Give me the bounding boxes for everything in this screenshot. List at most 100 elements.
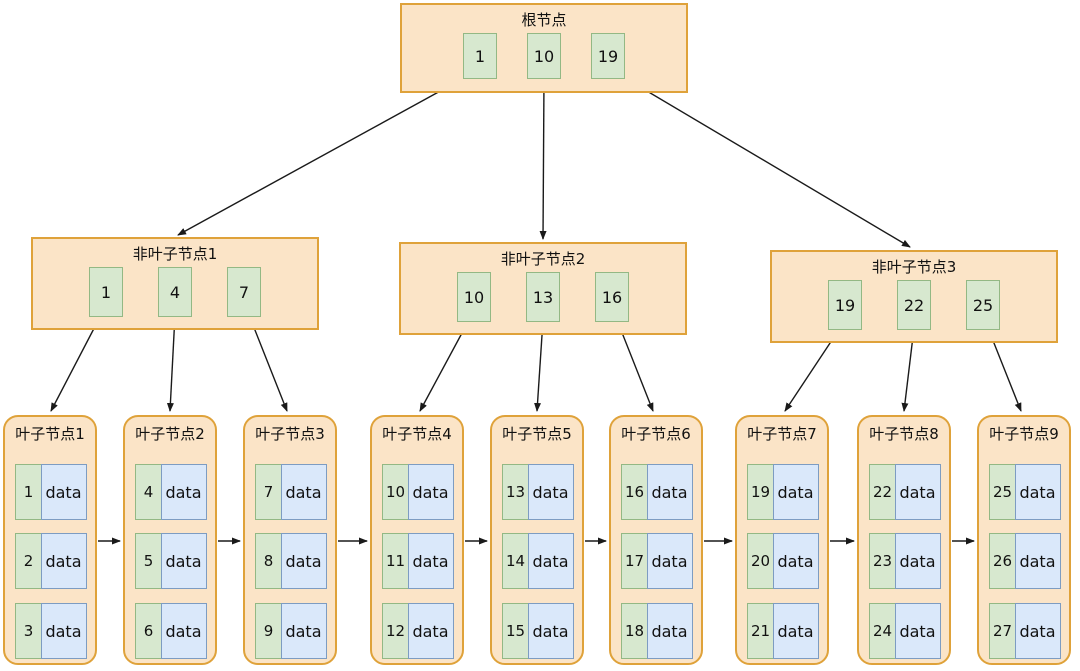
- internal-node-2: 非叶子节点2 10 13 16: [399, 242, 687, 335]
- leaf-node-title: 叶子节点4: [382, 425, 452, 443]
- data-cell: data: [646, 603, 693, 659]
- internal-node-title: 非叶子节点2: [500, 250, 586, 268]
- leaf-node-4: 叶子节点4 10 data 11 data 12 data: [370, 415, 464, 665]
- key-cell: 17: [621, 533, 648, 589]
- data-cell: data: [772, 464, 819, 520]
- data-cell: data: [280, 603, 327, 659]
- leaf-row: 21 data: [747, 603, 819, 659]
- leaf-row: 16 data: [621, 464, 693, 520]
- leaf-row: 9 data: [255, 603, 327, 659]
- data-cell: data: [280, 533, 327, 589]
- key-cell: 15: [502, 603, 529, 659]
- data-cell: data: [280, 464, 327, 520]
- internal-node-title: 非叶子节点1: [132, 245, 218, 263]
- key-cell: 2: [15, 533, 42, 589]
- key-cell: 7: [255, 464, 282, 520]
- key-cell: 23: [869, 533, 896, 589]
- key-cell: 11: [382, 533, 409, 589]
- data-cell: data: [1014, 603, 1061, 659]
- data-cell: data: [40, 533, 87, 589]
- leaf-row: 25 data: [989, 464, 1061, 520]
- key-cell: 25: [966, 280, 1000, 330]
- leaf-node-title: 叶子节点7: [747, 425, 817, 443]
- leaf-row: 11 data: [382, 533, 454, 589]
- data-cell: data: [1014, 533, 1061, 589]
- leaf-node-title: 叶子节点2: [135, 425, 205, 443]
- internal-keys-row: 19 22 25: [772, 280, 1056, 330]
- leaf-node-8: 叶子节点8 22 data 23 data 24 data: [857, 415, 951, 665]
- internal-node-1: 非叶子节点1 1 4 7: [31, 237, 319, 330]
- leaf-row: 13 data: [502, 464, 574, 520]
- leaf-node-title: 叶子节点9: [989, 425, 1059, 443]
- leaf-row: 22 data: [869, 464, 941, 520]
- key-cell: 26: [989, 533, 1016, 589]
- leaf-row: 8 data: [255, 533, 327, 589]
- leaf-row: 12 data: [382, 603, 454, 659]
- data-cell: data: [527, 533, 574, 589]
- data-cell: data: [160, 533, 207, 589]
- key-cell: 14: [502, 533, 529, 589]
- leaf-row: 5 data: [135, 533, 207, 589]
- leaf-row: 1 data: [15, 464, 87, 520]
- key-cell: 8: [255, 533, 282, 589]
- leaf-row: 7 data: [255, 464, 327, 520]
- leaf-node-9: 叶子节点9 25 data 26 data 27 data: [977, 415, 1071, 665]
- key-cell: 13: [502, 464, 529, 520]
- leaf-row: 20 data: [747, 533, 819, 589]
- key-cell: 16: [621, 464, 648, 520]
- key-cell: 25: [989, 464, 1016, 520]
- key-cell: 1: [15, 464, 42, 520]
- data-cell: data: [527, 464, 574, 520]
- data-cell: data: [772, 603, 819, 659]
- key-cell: 4: [135, 464, 162, 520]
- leaf-node-title: 叶子节点6: [621, 425, 691, 443]
- key-cell: 5: [135, 533, 162, 589]
- key-cell: 20: [747, 533, 774, 589]
- edge-root-to-internal-2: [539, 77, 547, 240]
- leaf-node-title: 叶子节点3: [255, 425, 325, 443]
- key-cell: 10: [382, 464, 409, 520]
- data-cell: data: [894, 533, 941, 589]
- leaf-node-title: 叶子节点5: [502, 425, 572, 443]
- key-cell: 10: [457, 272, 491, 322]
- key-cell: 3: [15, 603, 42, 659]
- key-cell: 9: [255, 603, 282, 659]
- leaf-row: 10 data: [382, 464, 454, 520]
- leaf-row: 14 data: [502, 533, 574, 589]
- leaf-row: 18 data: [621, 603, 693, 659]
- leaf-row: 6 data: [135, 603, 207, 659]
- leaf-row: 23 data: [869, 533, 941, 589]
- leaf-node-6: 叶子节点6 16 data 17 data 18 data: [609, 415, 703, 665]
- data-cell: data: [894, 464, 941, 520]
- internal-node-3: 非叶子节点3 19 22 25: [770, 250, 1058, 343]
- key-cell: 4: [158, 267, 192, 317]
- internal-keys-row: 10 13 16: [401, 272, 685, 322]
- data-cell: data: [772, 533, 819, 589]
- key-cell: 1: [463, 33, 497, 79]
- leaf-node-3: 叶子节点3 7 data 8 data 9 data: [243, 415, 337, 665]
- leaf-row: 19 data: [747, 464, 819, 520]
- internal-node-title: 非叶子节点3: [871, 258, 957, 276]
- key-cell: 21: [747, 603, 774, 659]
- key-cell: 22: [897, 280, 931, 330]
- leaf-node-title: 叶子节点8: [869, 425, 939, 443]
- key-cell: 27: [989, 603, 1016, 659]
- data-cell: data: [407, 533, 454, 589]
- root-node: 根节点 1 10 19: [400, 3, 688, 93]
- leaf-row: 24 data: [869, 603, 941, 659]
- data-cell: data: [40, 603, 87, 659]
- key-cell: 22: [869, 464, 896, 520]
- root-node-title: 根节点: [521, 11, 567, 29]
- data-cell: data: [160, 464, 207, 520]
- leaf-node-title: 叶子节点1: [15, 425, 85, 443]
- key-cell: 12: [382, 603, 409, 659]
- key-cell: 1: [89, 267, 123, 317]
- key-cell: 10: [527, 33, 561, 79]
- leaf-row: 15 data: [502, 603, 574, 659]
- leaf-row: 4 data: [135, 464, 207, 520]
- key-cell: 19: [591, 33, 625, 79]
- data-cell: data: [1014, 464, 1061, 520]
- data-cell: data: [160, 603, 207, 659]
- edge-root-to-internal-1: [177, 77, 465, 236]
